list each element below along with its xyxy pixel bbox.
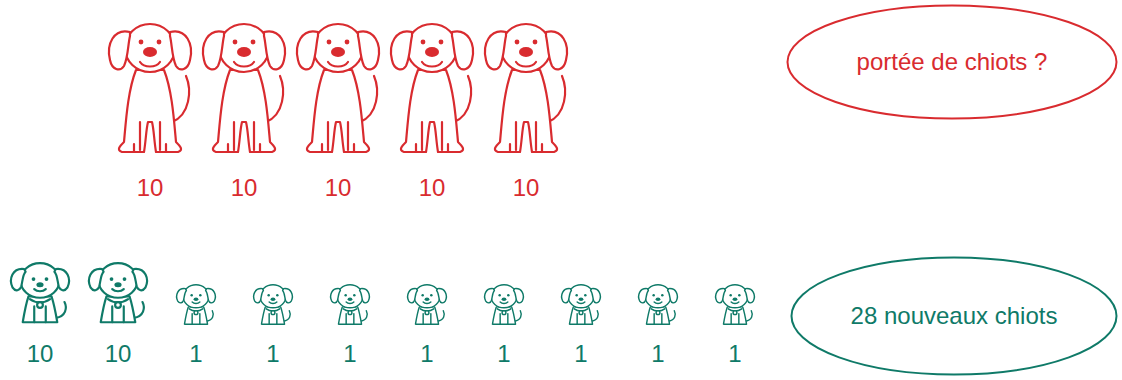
count-label: 1 xyxy=(497,340,510,368)
question-ellipse: 28 nouveaux chiots xyxy=(790,256,1118,376)
count-label: 1 xyxy=(420,340,433,368)
count-label: 1 xyxy=(574,340,587,368)
count-label: 10 xyxy=(325,174,352,202)
count-label: 1 xyxy=(728,340,741,368)
count-label: 10 xyxy=(105,340,132,368)
count-label: 1 xyxy=(266,340,279,368)
count-label: 10 xyxy=(231,174,258,202)
count-label: 1 xyxy=(651,340,664,368)
ellipse-text: portée de chiots ? xyxy=(857,48,1048,76)
count-label: 10 xyxy=(137,174,164,202)
ellipse-text: 28 nouveaux chiots xyxy=(851,302,1058,330)
count-label: 1 xyxy=(189,340,202,368)
question-ellipse: portée de chiots ? xyxy=(786,4,1118,120)
count-label: 10 xyxy=(513,174,540,202)
count-label: 10 xyxy=(27,340,54,368)
count-label: 1 xyxy=(343,340,356,368)
count-label: 10 xyxy=(419,174,446,202)
